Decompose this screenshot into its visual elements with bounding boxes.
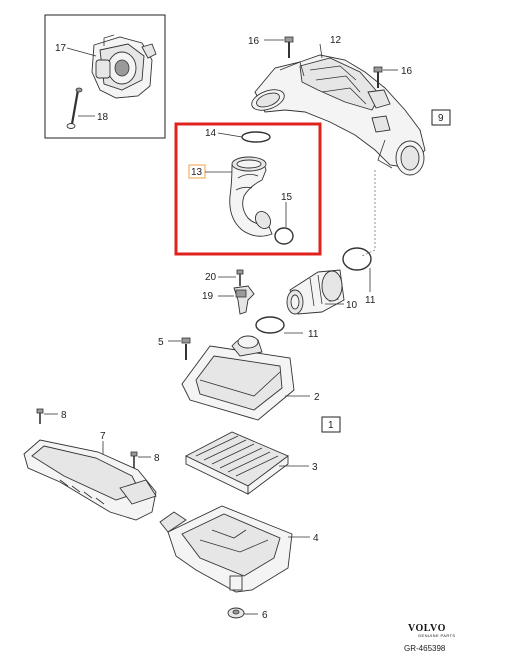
bolt-8-right: 8 [130,451,160,468]
air-cleaner-housing: 4 [159,505,319,593]
callout-18: 18 [97,112,109,123]
callout-16-left: 16 [248,36,260,47]
callout-10: 10 [346,300,358,311]
callout-15: 15 [281,192,293,203]
callout-8-right: 8 [154,453,160,464]
rubber-mount-6: 6 [227,607,268,621]
callout-7: 7 [100,431,106,442]
intake-pipe-assembly: 12 [251,35,426,176]
hose-10: 10 [286,269,358,315]
hose-13: 13 [188,156,273,237]
callout-19: 19 [202,291,214,302]
bolt-8-left: 8 [36,408,67,424]
callout-20: 20 [205,272,217,283]
callout-11-lower: 11 [308,329,319,340]
air-intake-duct: 7 [23,431,157,521]
callout-9: 9 [438,113,444,124]
callout-3: 3 [312,462,318,473]
bolt-16-right: 16 [373,66,413,88]
air-filter-element: 3 [184,431,318,495]
callout-box-1: 1 [321,416,341,433]
callout-2: 2 [314,392,320,403]
highlight-frame [174,122,322,256]
callout-6: 6 [262,610,268,621]
inset-throttle-body: 17 18 [44,14,166,139]
callout-8-left: 8 [61,410,67,421]
callout-5: 5 [158,337,164,348]
brand-tagline: GENUINE PARTS [418,633,456,638]
gasket-14: 14 [205,128,271,143]
diagram-reference: GR-465398 [404,644,446,653]
gasket-15: 15 [274,192,294,245]
mass-air-flow-sensor: 20 19 [202,269,255,315]
gasket-11-lower: 11 [255,316,319,340]
bolt-18 [66,87,83,129]
gasket-11-upper: 11 [342,247,376,306]
callout-17: 17 [55,43,67,54]
bolt-5: 5 [158,337,191,360]
brand-name: VOLVO [408,623,446,634]
throttle-body [91,34,157,99]
callout-14: 14 [205,128,217,139]
callout-12: 12 [330,35,342,46]
callout-16-right: 16 [401,66,413,77]
callout-4: 4 [313,533,319,544]
callout-box-9: 9 [431,109,451,126]
callout-13: 13 [191,167,203,178]
callout-1: 1 [328,420,334,431]
air-cleaner-cover: 2 [181,335,320,421]
volvo-logo: VOLVO GENUINE PARTS [408,623,456,638]
bolt-16-left: 16 [248,36,294,58]
callout-11-upper: 11 [365,295,376,306]
